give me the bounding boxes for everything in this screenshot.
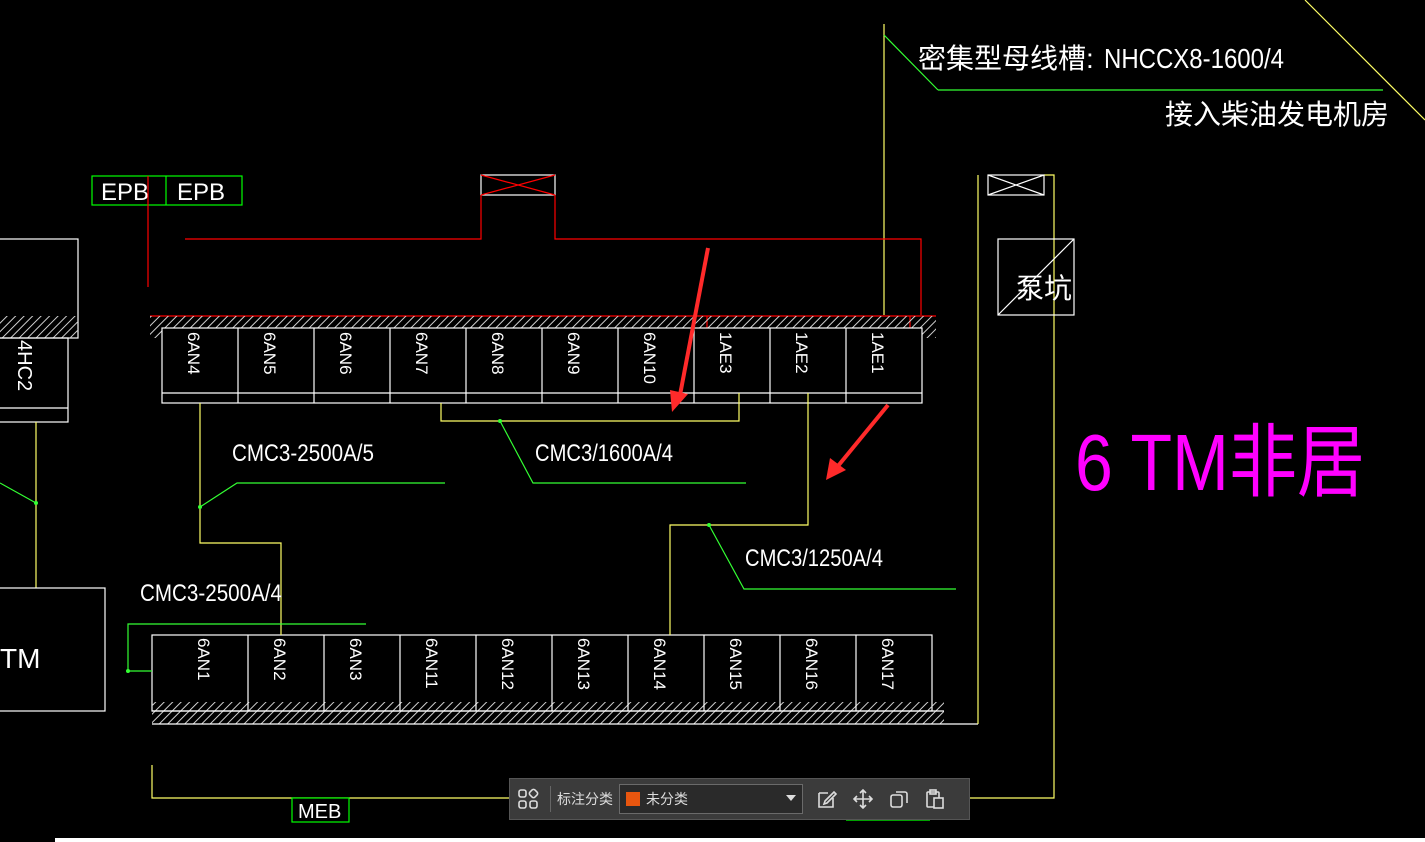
grid-button[interactable] xyxy=(510,779,546,819)
epb-label-1: EPB xyxy=(101,179,149,206)
edit-button[interactable] xyxy=(809,779,845,819)
epb-label-2: EPB xyxy=(177,179,225,206)
busway-annotation: 密集型母线槽: NHCCX8-1600/4 接入柴油发电机房 xyxy=(883,0,1425,315)
cabinet-label-6an16: 6AN16 xyxy=(802,638,821,690)
toolbar-separator xyxy=(550,786,551,812)
copy-icon xyxy=(890,791,908,808)
left-panel-label: 4HC2 xyxy=(13,340,35,391)
annotation-toolbar: 标注分类 未分类 xyxy=(509,778,970,820)
tm-box-label: TM xyxy=(0,643,40,674)
busway-note: 接入柴油发电机房 xyxy=(1165,99,1389,130)
epb-labels: EPB EPB xyxy=(91,175,243,287)
floor-label: 6 TM非居 xyxy=(1075,418,1365,507)
cable-label-c3: CMC3/1250A/4 xyxy=(745,545,883,572)
paste-button[interactable] xyxy=(917,779,953,819)
busway-title-label: 密集型母线槽: xyxy=(918,43,1094,74)
edit-icon xyxy=(818,790,838,808)
category-value: 未分类 xyxy=(646,792,688,808)
cable-leaders xyxy=(127,420,956,672)
cabinet-label-6an7: 6AN7 xyxy=(412,332,431,375)
cabinet-label-6an5: 6AN5 xyxy=(260,332,279,375)
cabinet-label-1ae1: 1AE1 xyxy=(868,332,887,374)
tm-box: TM xyxy=(0,587,106,712)
cabinet-label-6an17: 6AN17 xyxy=(878,638,897,690)
cabinet-label-6an13: 6AN13 xyxy=(574,638,593,690)
cable-label-c1: CMC3-2500A/5 xyxy=(232,440,374,467)
cabinet-label-6an14: 6AN14 xyxy=(650,638,669,690)
cable-label-c4: CMC3-2500A/4 xyxy=(140,580,282,607)
cabinet-label-6an9: 6AN9 xyxy=(564,332,583,375)
cabinet-label-6an12: 6AN12 xyxy=(498,638,517,690)
paste-icon xyxy=(926,789,944,809)
cabinet-label-6an4: 6AN4 xyxy=(184,332,203,375)
annotation-arrows xyxy=(670,247,890,480)
cabinet-label-6an2: 6AN2 xyxy=(270,638,289,681)
category-color-swatch xyxy=(626,792,640,806)
bottom-strip xyxy=(55,838,1425,842)
cabinet-label-6an3: 6AN3 xyxy=(346,638,365,681)
cabinet-label-1ae3: 1AE3 xyxy=(716,332,735,374)
cabinet-label-6an6: 6AN6 xyxy=(336,332,355,375)
cabinet-label-6an15: 6AN15 xyxy=(726,638,745,690)
chevron-down-icon xyxy=(786,795,796,801)
busway-title-model: NHCCX8-1600/4 xyxy=(1104,43,1284,74)
cabinet-label-6an10: 6AN10 xyxy=(640,332,659,384)
move-icon xyxy=(852,788,874,810)
cabinet-label-1ae2: 1AE2 xyxy=(792,332,811,374)
cabinet-label-6an1: 6AN1 xyxy=(194,638,213,681)
left-panel: 4HC2 xyxy=(0,238,79,588)
copy-button[interactable] xyxy=(881,779,917,819)
top-switchgear-row: 6AN4 6AN5 6AN6 6AN7 6AN8 6AN9 6AN10 1AE3 1AE2 1AE… xyxy=(150,316,936,404)
cable-label-c2: CMC3/1600A/4 xyxy=(535,440,673,467)
category-select[interactable]: 未分类 xyxy=(619,784,803,814)
meb-box: MEB xyxy=(291,797,350,823)
cabinet-label-6an8: 6AN8 xyxy=(488,332,507,375)
pump-pit: 泵坑 xyxy=(997,238,1075,316)
cabinet-label-6an11: 6AN11 xyxy=(422,638,441,689)
pump-pit-label: 泵坑 xyxy=(1016,273,1072,304)
bottom-switchgear-row: 6AN1 6AN2 6AN3 6AN11 6AN12 6AN13 6AN14 6AN15 6AN… xyxy=(151,634,978,725)
meb-label: MEB xyxy=(298,801,341,823)
yellow-busbars xyxy=(151,174,1055,799)
category-label: 标注分类 xyxy=(557,792,613,808)
grid-icon xyxy=(518,788,539,809)
move-button[interactable] xyxy=(845,779,881,819)
